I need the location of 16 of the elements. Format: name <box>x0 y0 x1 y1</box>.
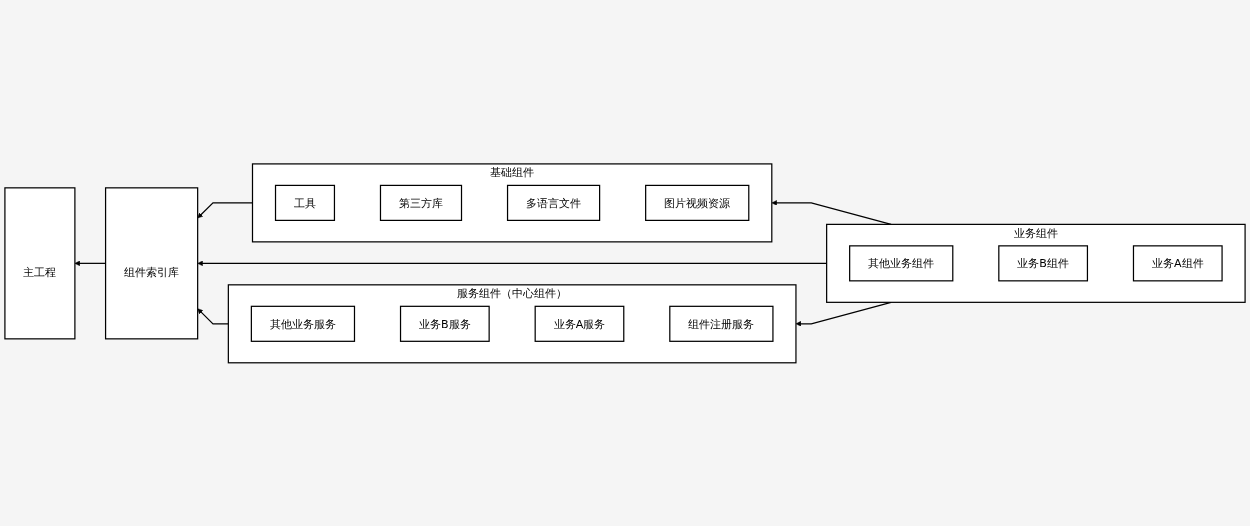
node-box: 多语言文件 <box>506 184 601 221</box>
arrow <box>795 301 892 327</box>
node-box: 业务A服务 <box>534 305 625 342</box>
arrow <box>197 308 229 325</box>
node-box: 业务B组件 <box>998 244 1089 282</box>
node-box: 业务B服务 <box>399 305 490 342</box>
arrow <box>771 199 892 225</box>
node-box: 第三方库 <box>379 184 463 221</box>
node-box: 业务A组件 <box>1132 244 1223 282</box>
node-box: 图片视频资源 <box>645 184 750 221</box>
node-box: 其他业务服务 <box>250 305 356 342</box>
node-box: 其他业务组件 <box>849 244 954 282</box>
node-box: 组件注册服务 <box>669 305 774 342</box>
node-box: 主工程 <box>4 186 76 340</box>
node-box: 组件索引库 <box>104 186 199 340</box>
node-box: 工具 <box>274 184 336 221</box>
